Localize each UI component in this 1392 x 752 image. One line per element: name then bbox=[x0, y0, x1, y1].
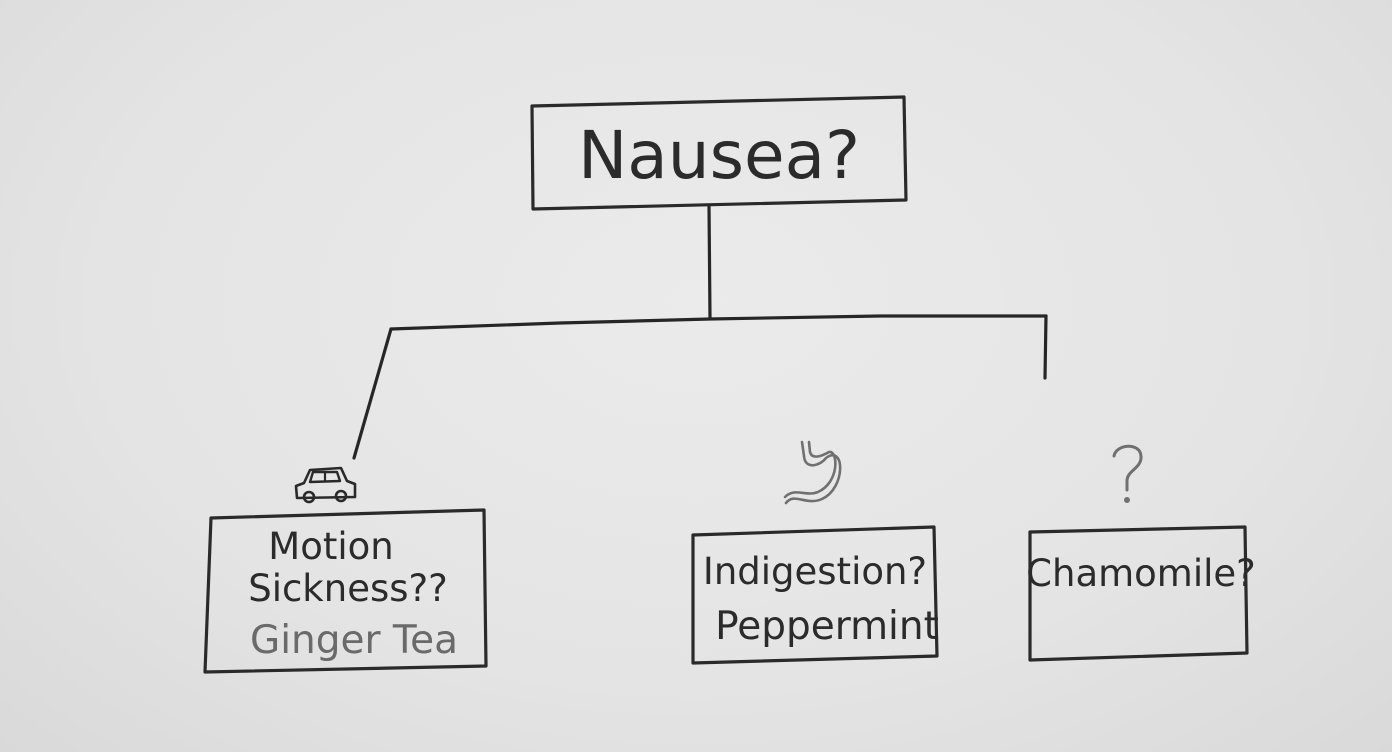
root-label: Nausea? bbox=[578, 117, 860, 194]
root-node: Nausea? bbox=[530, 95, 908, 211]
root-box bbox=[530, 95, 908, 211]
root-stem-line bbox=[707, 203, 712, 320]
branch-chamomile: Chamomile? bbox=[1026, 444, 1256, 662]
left-branch-line bbox=[352, 327, 393, 460]
chamomile-box bbox=[1028, 525, 1249, 662]
right-branch-line bbox=[1043, 314, 1048, 380]
car-icon bbox=[294, 466, 357, 504]
motion-sickness-box bbox=[203, 508, 488, 674]
indigestion-box bbox=[691, 525, 939, 665]
connector-lines bbox=[352, 203, 1048, 460]
motion-label-line2: Sickness?? bbox=[248, 567, 448, 610]
indigestion-label: Indigestion? bbox=[703, 550, 927, 593]
horizontal-branch-line bbox=[389, 314, 1048, 331]
branch-motion-sickness: Motion Sickness?? Ginger Tea bbox=[203, 466, 488, 674]
indigestion-remedy: Peppermint bbox=[715, 604, 939, 649]
branch-indigestion: Indigestion? Peppermint bbox=[691, 440, 939, 665]
motion-remedy: Ginger Tea bbox=[250, 618, 458, 663]
motion-label-line1: Motion bbox=[268, 525, 393, 568]
chamomile-label: Chamomile? bbox=[1026, 552, 1256, 595]
question-mark-icon bbox=[1112, 444, 1143, 503]
stomach-icon bbox=[783, 440, 842, 505]
